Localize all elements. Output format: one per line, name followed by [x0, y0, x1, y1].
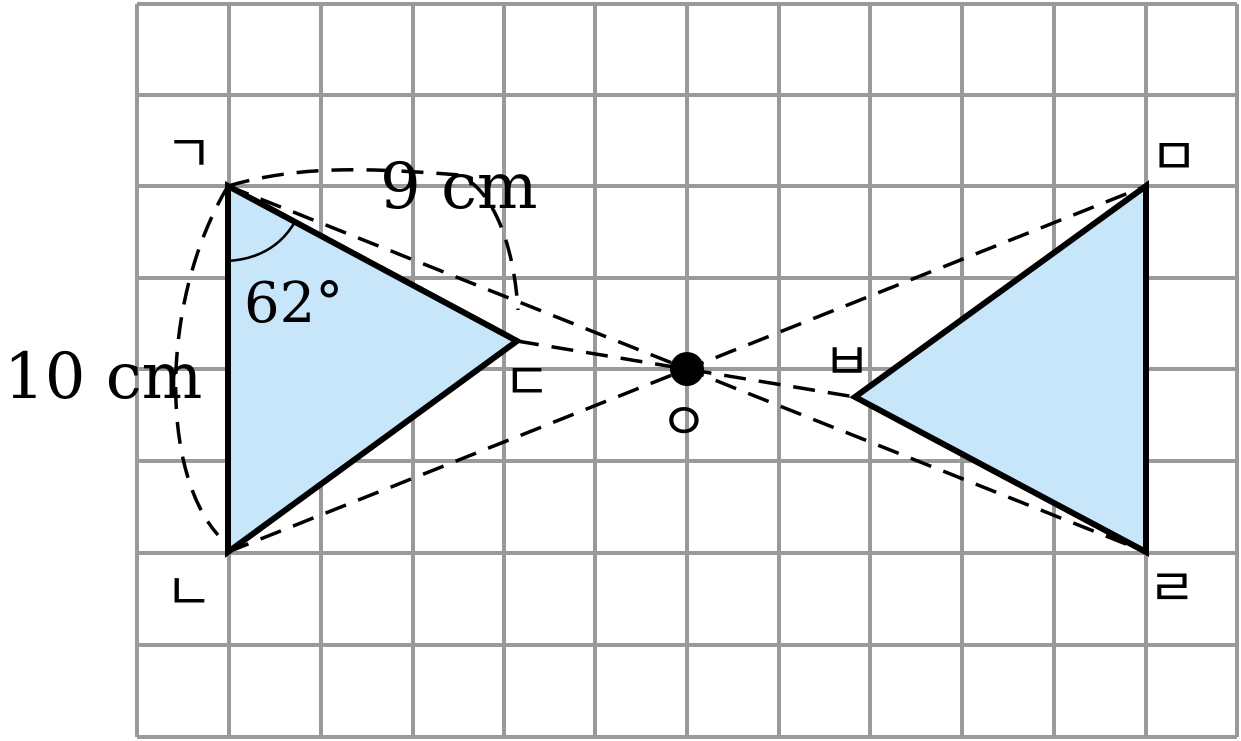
label-vertex-nieun: ㄴ: [165, 563, 213, 623]
label-vertex-digeut: ㄷ: [503, 353, 551, 413]
triangle-rieul-mieum-bieup: [849, 180, 1149, 557]
triangle-giyeok-nieun-digeut: [225, 180, 523, 558]
measure-arc-top-side: [227, 168, 520, 311]
dashed-line-digeut-bieup: [516, 339, 856, 399]
label-vertex-mieum: ㅁ: [1150, 128, 1198, 188]
label-vertex-giyeok: ㄱ: [165, 125, 213, 185]
angle-arc: [227, 219, 298, 263]
label-vertex-bieup: ㅂ: [823, 333, 871, 393]
measure-arc-left-side: [174, 185, 230, 537]
label-vertex-rieul: ㄹ: [1148, 559, 1196, 619]
label-center: ㅇ: [660, 393, 708, 453]
label-side-top: 9 cm: [380, 150, 538, 224]
center-point: [670, 352, 704, 386]
label-side-left: 10 cm: [4, 340, 202, 414]
label-angle: 62°: [244, 271, 343, 336]
